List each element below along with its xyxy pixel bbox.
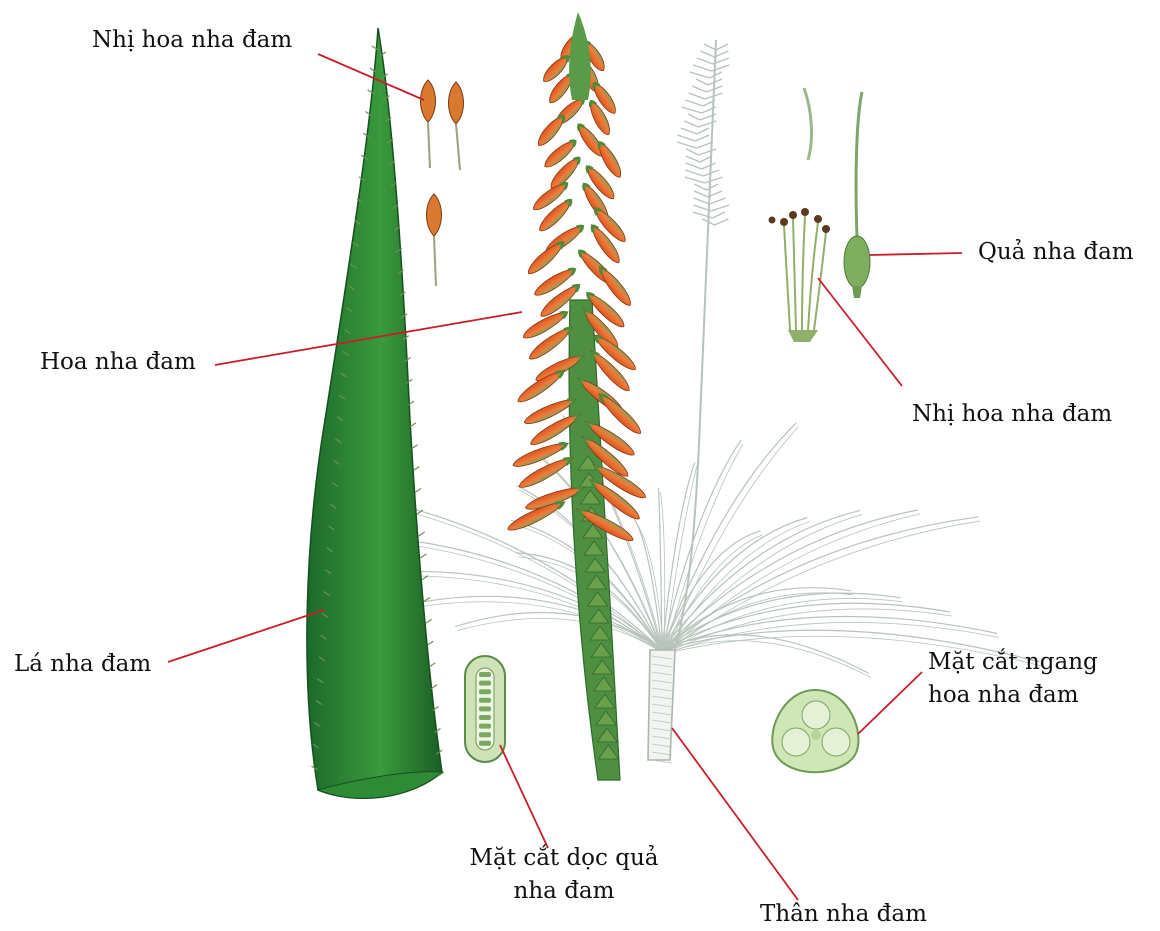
leaf-illustration [307, 28, 444, 798]
label-long-section-line1: Mặt cắt dọc quả [458, 842, 670, 875]
leader-cross-section [858, 672, 922, 734]
longitudinal-section-illustration [465, 656, 505, 762]
flower-spike-illustration [505, 12, 648, 780]
label-long-section: Mặt cắt dọc quả nha đam [458, 842, 670, 909]
label-fruit: Quả nha đam [978, 236, 1134, 269]
stamens-illustration-right [769, 88, 831, 342]
leader-leaf [168, 610, 324, 662]
label-long-section-line2: nha đam [458, 875, 670, 908]
label-stem: Thân nha đam [760, 898, 927, 931]
label-stamen-top: Nhị hoa nha đam [92, 24, 292, 57]
label-leaf: Lá nha đam [14, 648, 151, 681]
stamens-illustration-top [421, 80, 464, 286]
fruit-illustration [844, 92, 870, 298]
cross-section-illustration [772, 690, 858, 772]
label-cross-section-line1: Mặt cắt ngang [928, 646, 1098, 679]
leader-stamen-top [318, 54, 424, 100]
label-flower: Hoa nha đam [40, 346, 196, 379]
label-cross-section: Mặt cắt ngang hoa nha đam [928, 646, 1098, 713]
leader-long-section [500, 745, 548, 848]
label-stamen-right: Nhị hoa nha đam [912, 398, 1112, 431]
label-cross-section-line2: hoa nha đam [928, 679, 1098, 712]
leader-fruit [870, 253, 962, 255]
